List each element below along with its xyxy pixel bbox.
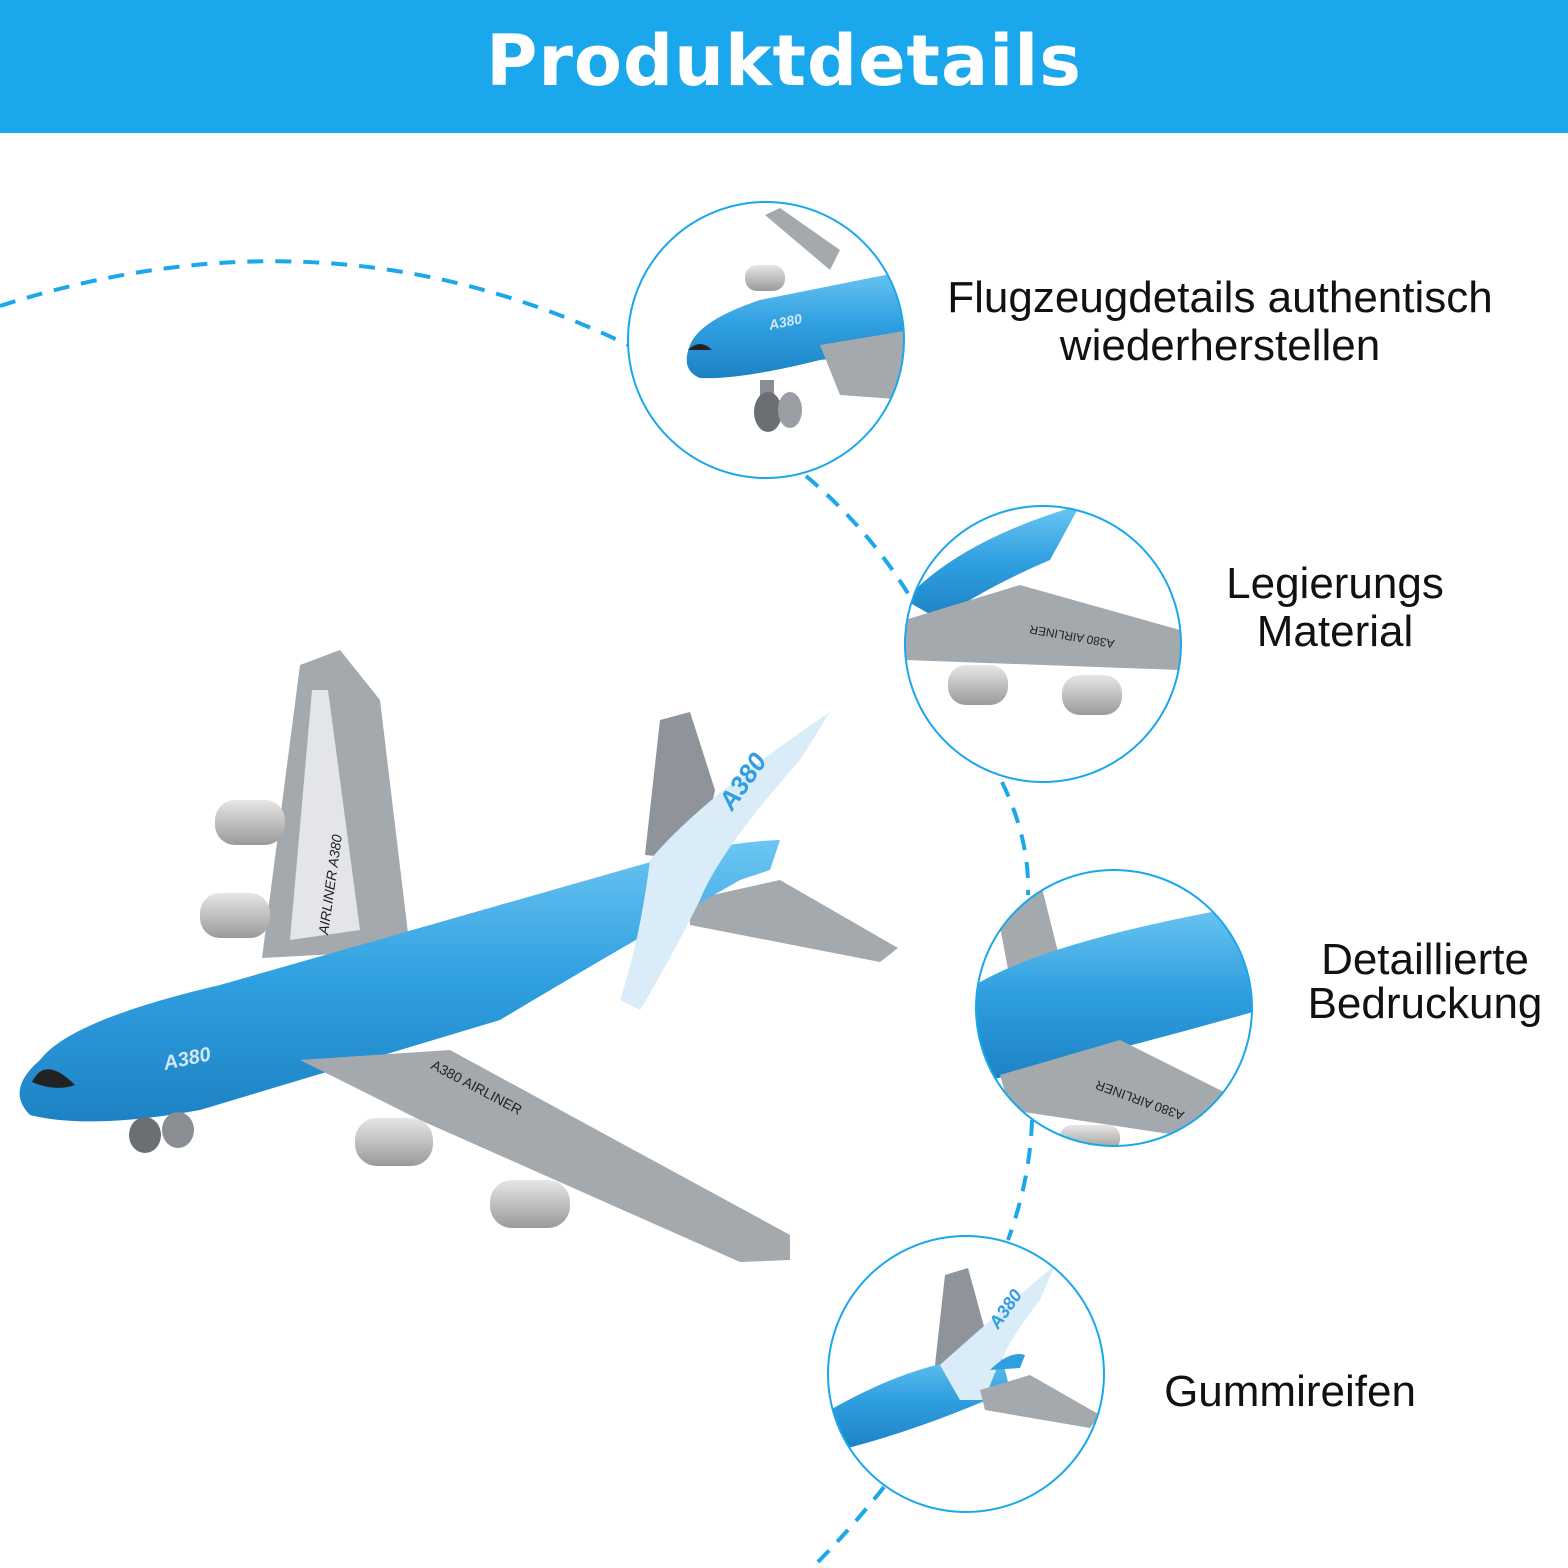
header-banner: Produktdetails: [0, 0, 1568, 133]
dashed-connector: [0, 259, 1034, 1568]
detail-circle-nose: A380: [627, 201, 905, 479]
feature-label-tires: Gummireifen: [1120, 1368, 1460, 1416]
airplane-main: A380 A380 AIRLINER A380 A380 AIRLINER: [19, 650, 898, 1262]
engine: [200, 800, 285, 938]
feature-label-line: Bedruckung: [1307, 979, 1543, 1028]
landing-gear: [129, 1112, 194, 1153]
feature-label-line: Flugzeugdetails authentisch: [947, 273, 1493, 322]
feature-label-material: Legierungs Material: [1180, 560, 1490, 656]
feature-label-line: Material: [1256, 607, 1414, 656]
feature-label-print: Detaillierte Bedruckung: [1290, 938, 1560, 1026]
detail-circle-print: A380 AIRLINER: [975, 869, 1253, 1147]
feature-label-line: Detaillierte: [1321, 935, 1529, 984]
feature-label-line: wiederherstellen: [1059, 321, 1381, 370]
feature-label-line: Legierungs: [1226, 559, 1444, 608]
feature-label-line: Gummireifen: [1164, 1367, 1416, 1416]
detail-circle-tail: A380: [827, 1235, 1105, 1513]
nose-marking: A380: [766, 310, 803, 333]
feature-label-details: Flugzeugdetails authentisch wiederherste…: [900, 274, 1540, 370]
detail-circle-wing: A380 AIRLINER: [904, 505, 1182, 783]
page-title: Produktdetails: [486, 19, 1082, 102]
